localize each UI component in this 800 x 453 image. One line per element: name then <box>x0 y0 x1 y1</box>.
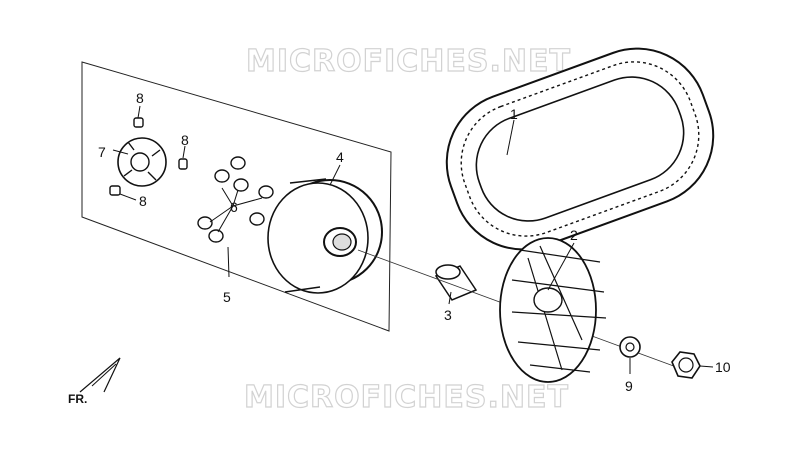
watermark-bottom: MICROFICHES.NET <box>244 380 569 415</box>
callout-3: 3 <box>444 307 452 323</box>
ramp-plate <box>117 137 167 187</box>
callout-9: 9 <box>625 378 633 394</box>
callout-1: 1 <box>510 106 518 122</box>
assembly-frame <box>81 61 392 332</box>
callout-7: 7 <box>98 144 106 160</box>
callout-4: 4 <box>336 149 344 165</box>
callout-6: 6 <box>230 199 238 215</box>
movable-drive-face <box>267 178 383 294</box>
front-direction-label: FR. <box>68 392 87 406</box>
leader-lines <box>112 105 714 374</box>
washer <box>619 336 641 358</box>
drive-face-fan <box>499 237 607 383</box>
nut <box>671 351 701 379</box>
front-direction-arrow-icon <box>79 357 121 393</box>
callout-8-bottom: 8 <box>139 193 147 209</box>
slider-pieces <box>109 117 188 196</box>
drive-belt <box>445 47 715 251</box>
callout-8-right: 8 <box>181 132 189 148</box>
callout-2: 2 <box>570 227 578 243</box>
callout-10: 10 <box>715 359 731 375</box>
callout-8-top: 8 <box>136 90 144 106</box>
collar <box>434 264 478 301</box>
watermark-top: MICROFICHES.NET <box>246 44 571 79</box>
weight-rollers <box>197 156 274 243</box>
callout-5: 5 <box>223 289 231 305</box>
